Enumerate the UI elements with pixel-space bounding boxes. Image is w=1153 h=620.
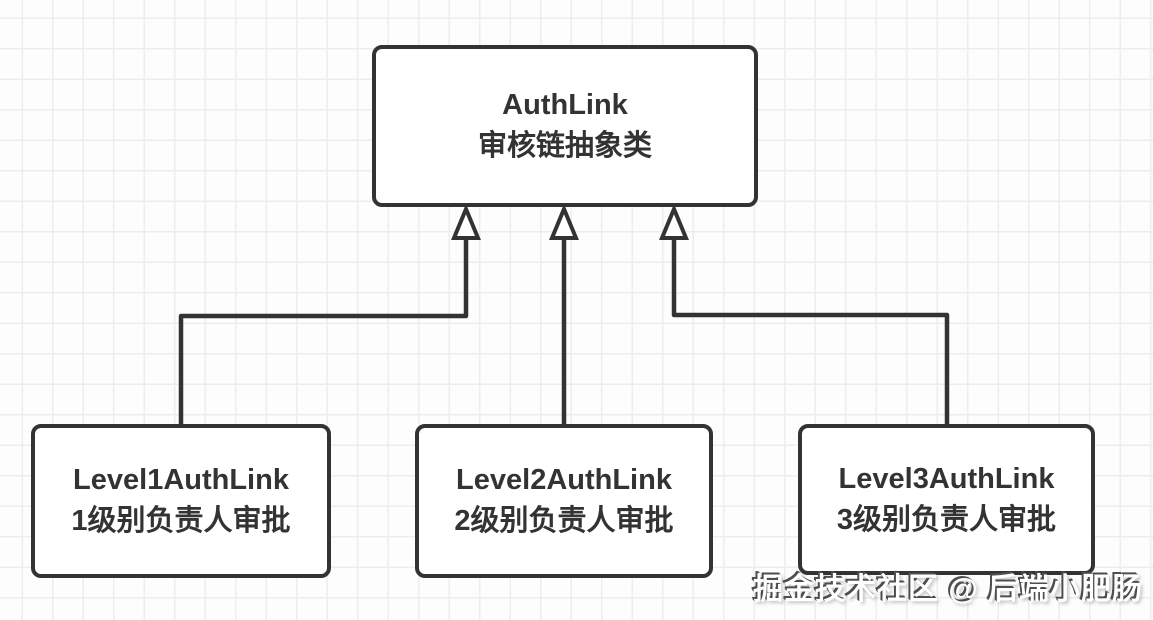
class-name: Level3AuthLink — [838, 462, 1055, 495]
class-description: 3级别负责人审批 — [836, 503, 1057, 536]
class-description: 1级别负责人审批 — [71, 505, 291, 537]
class-name: Level2AuthLink — [456, 464, 672, 497]
class-name: Level1AuthLink — [73, 464, 289, 497]
watermark: 掘金技术社区 @ 后端小肥肠 — [753, 573, 1143, 606]
hollow-triangle-arrowhead-icon — [451, 203, 481, 240]
inheritance-arrow-level1 — [178, 203, 481, 424]
class-box-level1: Level1AuthLink 1级别负责人审批 — [31, 424, 331, 578]
hollow-triangle-arrowhead-icon — [549, 203, 579, 240]
class-box-level3: Level3AuthLink 3级别负责人审批 — [798, 424, 1095, 575]
inheritance-arrow-level3 — [659, 203, 950, 424]
class-description: 2级别负责人审批 — [454, 505, 674, 537]
inheritance-arrow-level2 — [549, 203, 579, 424]
class-name: AuthLink — [502, 89, 628, 122]
class-box-level2: Level2AuthLink 2级别负责人审批 — [415, 424, 713, 578]
class-box-authlink: AuthLink 审核链抽象类 — [372, 45, 758, 207]
hollow-triangle-arrowhead-icon — [659, 203, 689, 240]
class-description: 审核链抽象类 — [477, 130, 652, 162]
